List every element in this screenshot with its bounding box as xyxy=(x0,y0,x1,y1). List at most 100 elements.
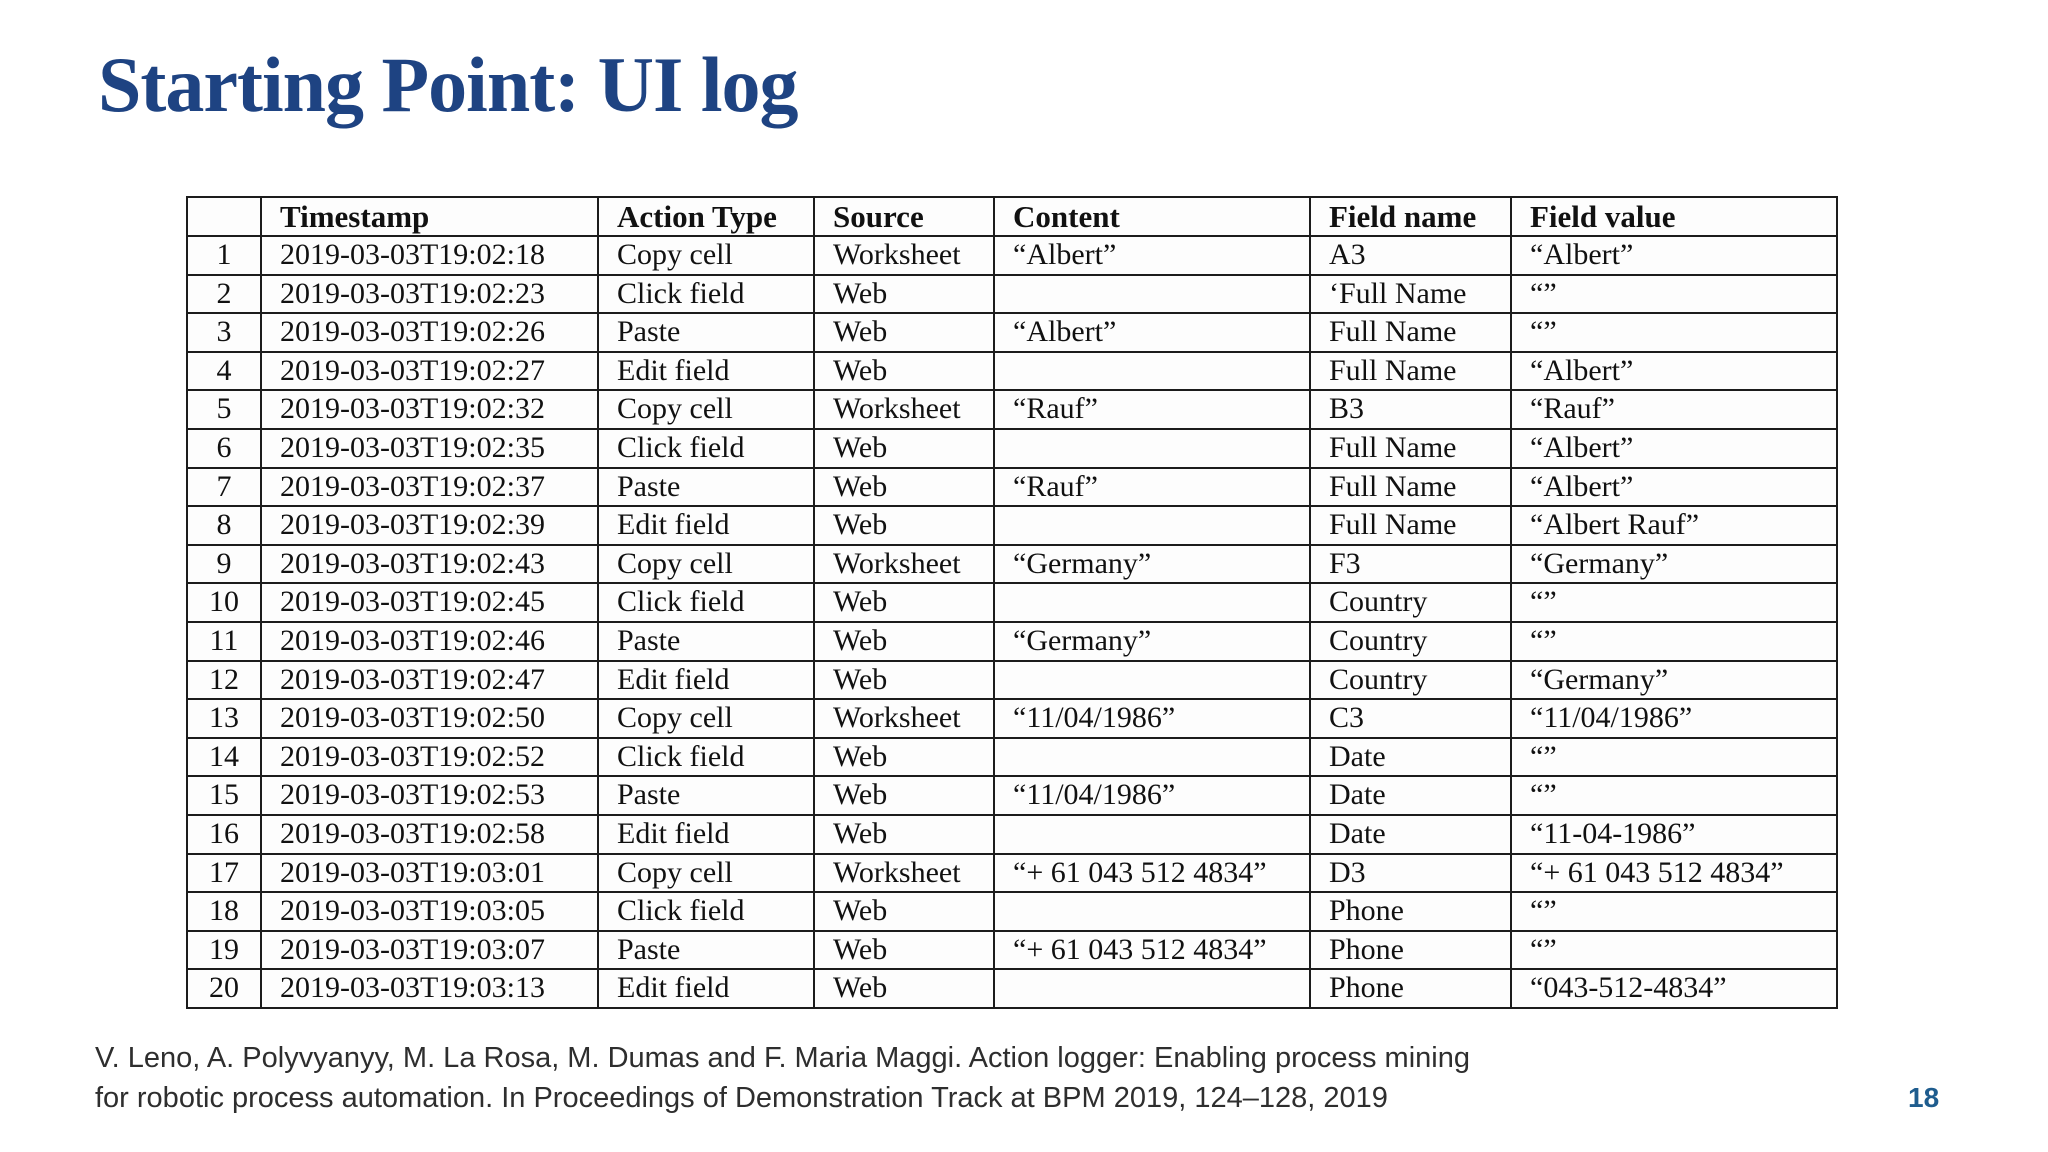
cell-content: “11/04/1986” xyxy=(993,775,1311,816)
cell-action_type: Edit field xyxy=(597,350,815,392)
cell-field_value: “11-04-1986” xyxy=(1510,813,1838,855)
cell-timestamp: 2019-03-03T19:02:52 xyxy=(260,736,599,778)
cell-field_value: “Germany” xyxy=(1510,659,1838,701)
cell-field_name: ‘Full Name xyxy=(1309,273,1512,315)
cell-index: 18 xyxy=(186,891,262,932)
cell-content xyxy=(993,736,1311,778)
cell-field_name: F3 xyxy=(1309,543,1512,585)
cell-content xyxy=(993,582,1311,623)
cell-source: Web xyxy=(813,659,995,701)
cell-source: Web xyxy=(813,505,995,546)
cell-timestamp: 2019-03-03T19:03:07 xyxy=(260,929,599,971)
cell-field_value: “” xyxy=(1510,891,1838,932)
column-header-field_value: Field value xyxy=(1510,196,1838,237)
column-header-field_name: Field name xyxy=(1309,196,1512,237)
column-header-content: Content xyxy=(993,196,1311,237)
cell-field_value: “+ 61 043 512 4834” xyxy=(1510,852,1838,894)
cell-content xyxy=(993,968,1311,1009)
cell-field_name: D3 xyxy=(1309,852,1512,894)
cell-timestamp: 2019-03-03T19:02:27 xyxy=(260,350,599,392)
cell-action_type: Edit field xyxy=(597,968,815,1009)
cell-action_type: Click field xyxy=(597,273,815,315)
cell-timestamp: 2019-03-03T19:02:47 xyxy=(260,659,599,701)
cell-field_name: C3 xyxy=(1309,698,1512,739)
cell-field_name: Full Name xyxy=(1309,505,1512,546)
cell-content xyxy=(993,273,1311,315)
cell-action_type: Paste xyxy=(597,620,815,662)
cell-source: Web xyxy=(813,312,995,353)
cell-content xyxy=(993,891,1311,932)
cell-field_name: Date xyxy=(1309,736,1512,778)
cell-index: 9 xyxy=(186,543,262,585)
cell-content xyxy=(993,427,1311,469)
cell-index: 2 xyxy=(186,273,262,315)
cell-timestamp: 2019-03-03T19:02:45 xyxy=(260,582,599,623)
cell-source: Web xyxy=(813,466,995,508)
cell-content: “Germany” xyxy=(993,543,1311,585)
cell-source: Worksheet xyxy=(813,235,995,276)
cell-field_name: Full Name xyxy=(1309,312,1512,353)
cell-source: Web xyxy=(813,273,995,315)
cell-field_name: Full Name xyxy=(1309,466,1512,508)
cell-content: “+ 61 043 512 4834” xyxy=(993,852,1311,894)
cell-content: “Rauf” xyxy=(993,466,1311,508)
column-header-action_type: Action Type xyxy=(597,196,815,237)
cell-index: 1 xyxy=(186,235,262,276)
cell-field_value: “” xyxy=(1510,736,1838,778)
cell-action_type: Copy cell xyxy=(597,698,815,739)
cell-index: 12 xyxy=(186,659,262,701)
cell-index: 3 xyxy=(186,312,262,353)
cell-field_value: “Albert” xyxy=(1510,466,1838,508)
cell-field_value: “” xyxy=(1510,775,1838,816)
cell-field_value: “Albert” xyxy=(1510,427,1838,469)
cell-timestamp: 2019-03-03T19:03:05 xyxy=(260,891,599,932)
cell-content xyxy=(993,659,1311,701)
citation-line-1: V. Leno, A. Polyvyanyy, M. La Rosa, M. D… xyxy=(95,1042,1470,1074)
cell-content: “Albert” xyxy=(993,312,1311,353)
cell-index: 4 xyxy=(186,350,262,392)
citation: V. Leno, A. Polyvyanyy, M. La Rosa, M. D… xyxy=(95,1038,1470,1118)
cell-content: “Rauf” xyxy=(993,389,1311,430)
cell-timestamp: 2019-03-03T19:02:37 xyxy=(260,466,599,508)
cell-content: “Germany” xyxy=(993,620,1311,662)
cell-field_name: Phone xyxy=(1309,929,1512,971)
cell-timestamp: 2019-03-03T19:02:35 xyxy=(260,427,599,469)
cell-field_name: Date xyxy=(1309,775,1512,816)
column-header-timestamp: Timestamp xyxy=(260,196,599,237)
cell-action_type: Click field xyxy=(597,582,815,623)
cell-action_type: Copy cell xyxy=(597,852,815,894)
cell-action_type: Edit field xyxy=(597,659,815,701)
cell-source: Web xyxy=(813,736,995,778)
cell-source: Web xyxy=(813,620,995,662)
cell-field_value: “Germany” xyxy=(1510,543,1838,585)
cell-field_name: A3 xyxy=(1309,235,1512,276)
cell-timestamp: 2019-03-03T19:03:13 xyxy=(260,968,599,1009)
cell-field_name: Country xyxy=(1309,620,1512,662)
cell-action_type: Copy cell xyxy=(597,235,815,276)
cell-source: Web xyxy=(813,427,995,469)
cell-content xyxy=(993,350,1311,392)
cell-content: “Albert” xyxy=(993,235,1311,276)
cell-timestamp: 2019-03-03T19:02:18 xyxy=(260,235,599,276)
cell-field_value: “Albert” xyxy=(1510,350,1838,392)
cell-source: Worksheet xyxy=(813,543,995,585)
cell-index: 15 xyxy=(186,775,262,816)
cell-index: 10 xyxy=(186,582,262,623)
cell-timestamp: 2019-03-03T19:02:23 xyxy=(260,273,599,315)
cell-field_value: “Albert Rauf” xyxy=(1510,505,1838,546)
cell-action_type: Paste xyxy=(597,775,815,816)
cell-timestamp: 2019-03-03T19:02:58 xyxy=(260,813,599,855)
cell-field_name: Full Name xyxy=(1309,350,1512,392)
cell-field_value: “11/04/1986” xyxy=(1510,698,1838,739)
